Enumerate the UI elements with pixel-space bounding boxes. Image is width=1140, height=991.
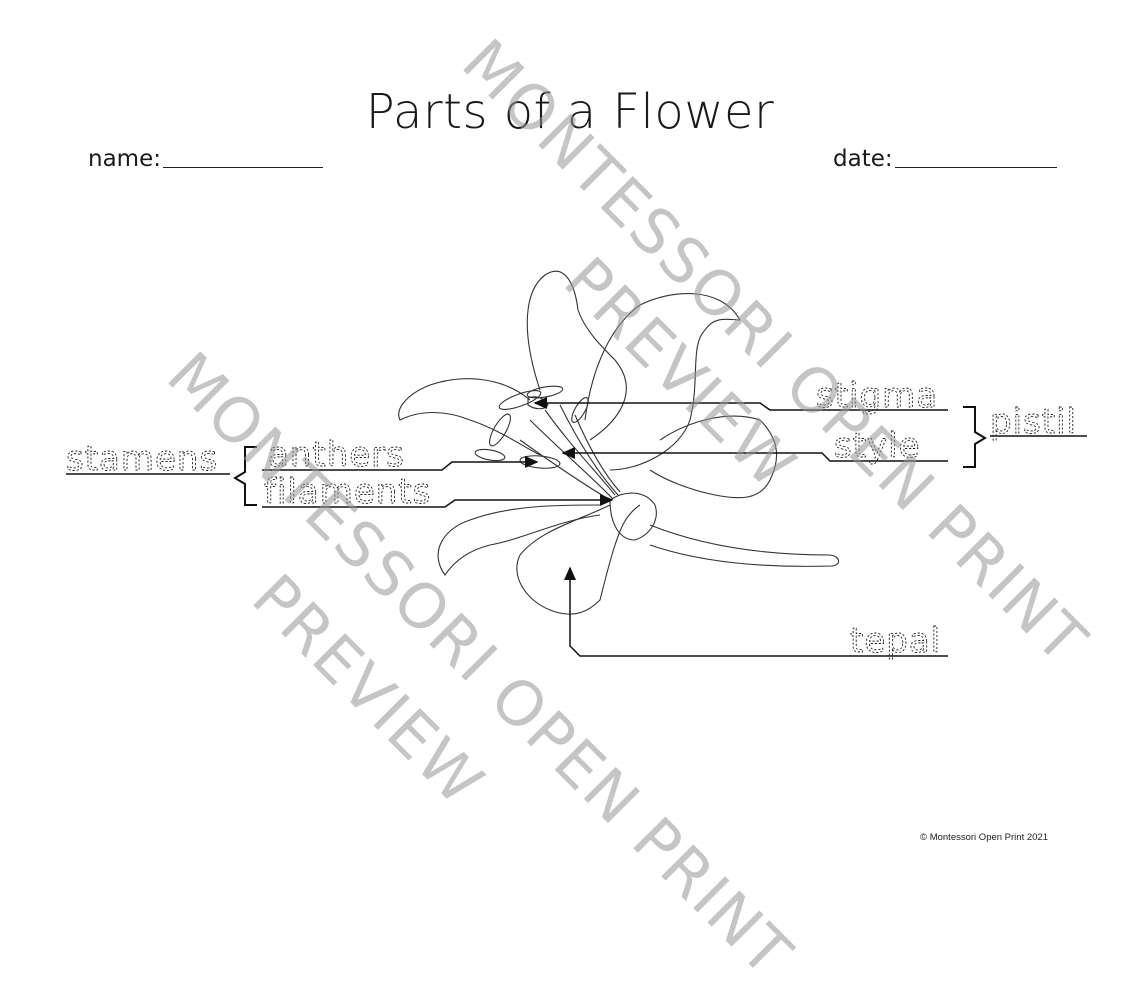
- anther: [526, 385, 564, 399]
- upper-back-tepal: [526, 270, 627, 441]
- anther: [474, 448, 506, 462]
- date-blank-line[interactable]: [894, 167, 1057, 168]
- filaments-leader: [262, 494, 614, 508]
- copyright-notice: © Montessori Open Print 2021: [920, 832, 1048, 843]
- label-stamens: stamens: [66, 439, 218, 479]
- label-pistil: pistil: [990, 402, 1077, 442]
- anther: [498, 390, 542, 410]
- label-style: style: [834, 426, 921, 466]
- style-leader: [561, 447, 948, 462]
- page-title: Parts of a Flower: [365, 84, 775, 140]
- tepal-leader: [564, 566, 948, 657]
- filament-lines: [519, 404, 621, 501]
- flower-diagram: stigma style pistil stamens anthers fila…: [66, 270, 1087, 662]
- anther: [519, 455, 561, 469]
- label-tepal: tepal: [850, 621, 941, 661]
- lily-flower-illustration: [398, 270, 840, 615]
- anther: [489, 413, 511, 447]
- name-blank-line[interactable]: [162, 167, 323, 168]
- trace-labels: stigma style pistil stamens anthers fila…: [66, 376, 1077, 662]
- pistil-bracket: [963, 406, 987, 468]
- date-field: date:: [833, 146, 1057, 172]
- right-tepal: [649, 415, 778, 499]
- name-field: name:: [88, 146, 323, 172]
- name-label: name:: [88, 146, 161, 172]
- stem: [649, 524, 840, 567]
- receptacle: [609, 492, 657, 541]
- anther: [571, 397, 589, 423]
- stamens-bracket: [233, 446, 257, 506]
- lower-left-tepal: [437, 504, 601, 576]
- upper-right-tepal: [584, 293, 741, 471]
- stigma-tip: [527, 396, 549, 410]
- label-anthers: anthers: [268, 435, 405, 475]
- worksheet-page: Parts of a Flower name: date:: [66, 25, 1102, 991]
- leader-lines: [66, 397, 1087, 657]
- label-filaments: filaments: [264, 472, 431, 512]
- front-tepal: [516, 504, 641, 615]
- stigma-leader: [533, 397, 948, 411]
- anthers-leader: [262, 456, 539, 471]
- date-label: date:: [833, 146, 893, 172]
- label-stigma: stigma: [816, 376, 938, 416]
- left-tepal: [398, 378, 541, 456]
